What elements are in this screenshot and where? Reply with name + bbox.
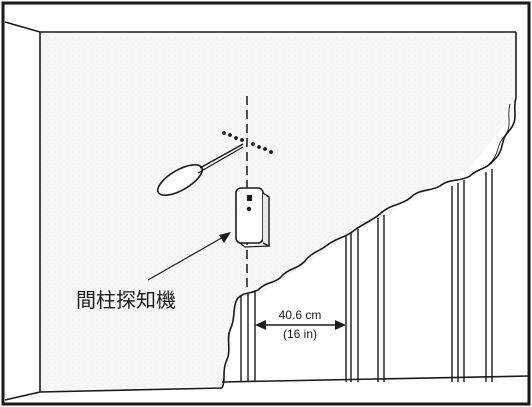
stud-finder-device [235,187,270,248]
room-edges [4,21,517,401]
wall-surface [40,32,516,392]
torn-wall-edge [221,97,517,389]
nail-marks [222,131,273,154]
wall-studs [240,169,493,382]
awl-tool [156,143,244,197]
callout-arrow [147,232,231,281]
callout-label: 間柱探知機 [76,288,176,312]
dimension-metric: 40.6 cm [279,308,322,322]
dimension-arrow [255,320,346,330]
floor-line [39,375,530,393]
dimension-imperial: (16 in) [283,327,317,341]
